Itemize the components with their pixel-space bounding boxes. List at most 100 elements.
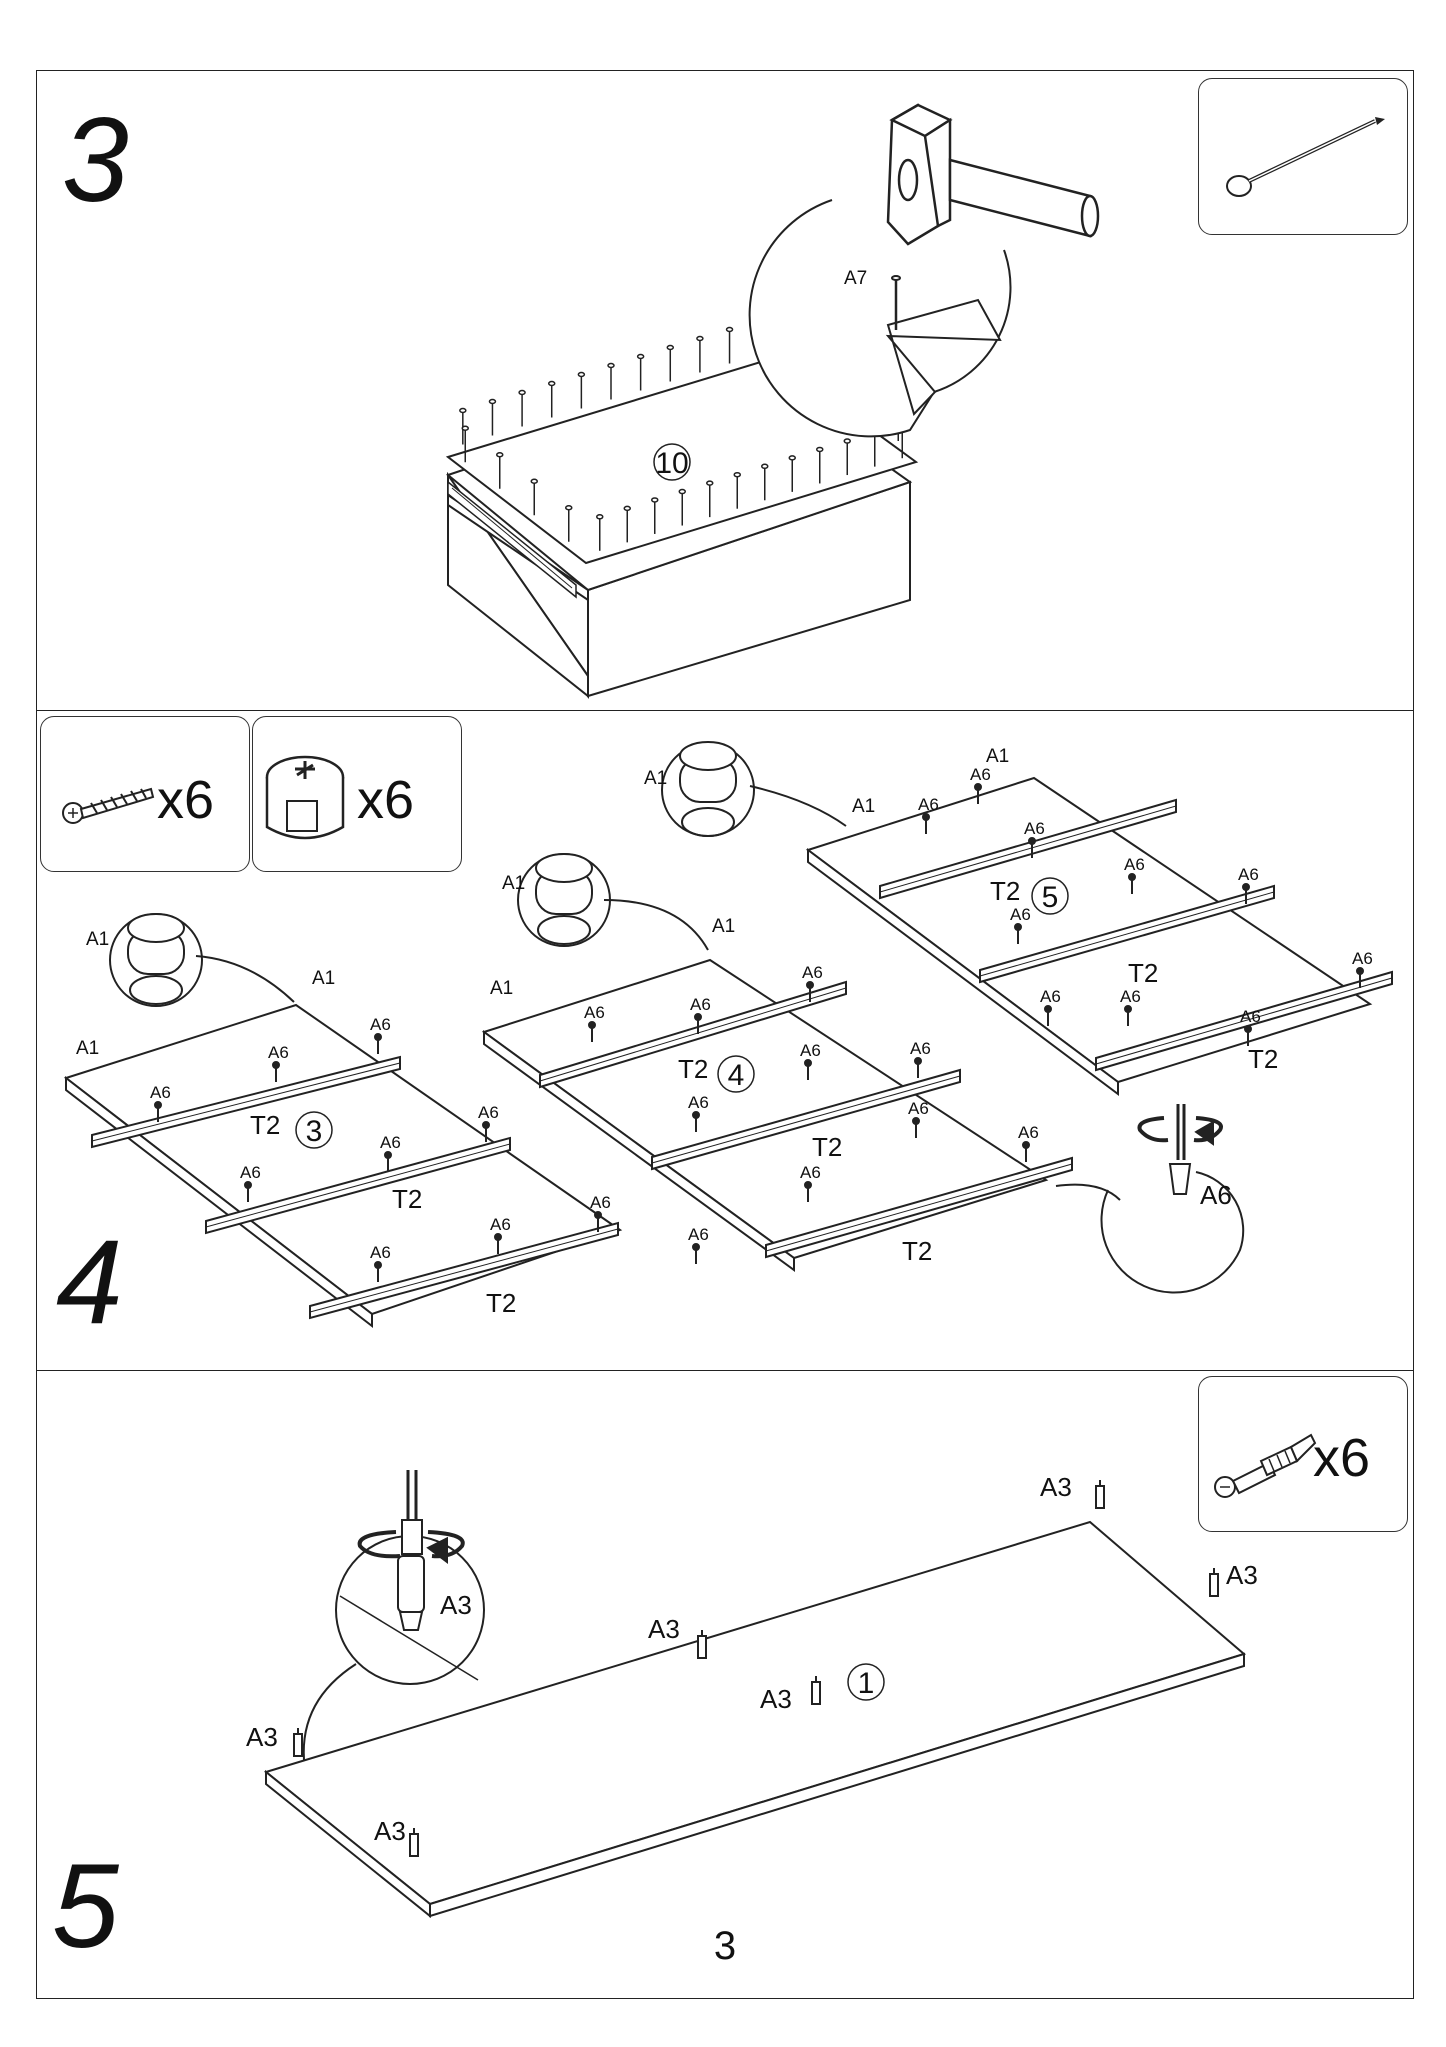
screw-head bbox=[806, 981, 814, 989]
hammer-icon bbox=[886, 103, 1100, 246]
dowel-detail-label: A3 bbox=[440, 1590, 472, 1620]
screw-head bbox=[1028, 837, 1036, 845]
dowel-marker bbox=[697, 1635, 707, 1659]
screw-head bbox=[374, 1261, 382, 1269]
nail-head bbox=[459, 407, 467, 414]
section-divider bbox=[36, 710, 1414, 711]
rail-groove bbox=[205, 1143, 511, 1228]
screw-head bbox=[922, 813, 930, 821]
screw-label: A6 bbox=[910, 1039, 931, 1058]
cam-label: A1 bbox=[986, 746, 1009, 767]
screw-label: A6 bbox=[1240, 1007, 1261, 1026]
nail-head bbox=[461, 425, 469, 431]
cam-quantity: x6 bbox=[357, 770, 415, 830]
screw-label: A6 bbox=[1124, 855, 1145, 874]
screw-head bbox=[1022, 1141, 1030, 1149]
screw-callout: x6 bbox=[40, 716, 250, 872]
screw-label: A6 bbox=[268, 1043, 289, 1062]
nail-label: A7 bbox=[844, 268, 867, 289]
screw-head bbox=[914, 1057, 922, 1065]
rail-groove bbox=[91, 1062, 401, 1142]
screw-label: A6 bbox=[1352, 949, 1373, 968]
drawer-bottom-4 bbox=[481, 958, 1049, 1272]
screw-label: A6 bbox=[918, 795, 939, 814]
drawer-bottom-3 bbox=[63, 1003, 623, 1329]
nail-head bbox=[666, 344, 675, 351]
cam-label: A1 bbox=[312, 968, 335, 989]
screw-label: A6 bbox=[688, 1225, 709, 1244]
dowel-markers bbox=[293, 1480, 1219, 1857]
section-divider bbox=[36, 1370, 1414, 1371]
dowel-marker bbox=[811, 1681, 821, 1705]
dowel-label: A3 bbox=[246, 1722, 278, 1752]
rotate-arrow-icon bbox=[1137, 1116, 1223, 1146]
nail-head bbox=[816, 446, 824, 453]
screw-label: A6 bbox=[802, 963, 823, 982]
screw-head bbox=[912, 1117, 920, 1125]
nail-head bbox=[725, 326, 734, 333]
rail-label: T2 bbox=[902, 1236, 932, 1266]
nail-head bbox=[518, 389, 526, 396]
screw-head bbox=[154, 1101, 162, 1109]
cam-callout: x6 bbox=[252, 716, 462, 872]
rail-groove bbox=[309, 1228, 619, 1313]
dowel-marker bbox=[1209, 1573, 1219, 1597]
page-frame bbox=[36, 70, 1414, 1999]
screw-head bbox=[974, 783, 982, 791]
rail-groove bbox=[539, 987, 847, 1082]
rail-label: T2 bbox=[1248, 1044, 1278, 1074]
screw-label: A6 bbox=[240, 1163, 261, 1182]
dowel-label: A3 bbox=[1040, 1472, 1072, 1502]
nail-callout bbox=[1198, 78, 1408, 235]
screw-head bbox=[1242, 883, 1250, 891]
screw-head bbox=[384, 1151, 392, 1159]
cam-label: A1 bbox=[644, 768, 667, 789]
nail-icon bbox=[1226, 117, 1385, 197]
screw-label: A6 bbox=[1120, 987, 1141, 1006]
dowel-marker bbox=[1095, 1485, 1105, 1509]
cam-lock-icon bbox=[109, 913, 295, 1007]
screw-label: A6 bbox=[590, 1193, 611, 1212]
cam-label: A1 bbox=[712, 916, 735, 937]
nail-head bbox=[733, 471, 741, 478]
nail-head bbox=[788, 455, 796, 461]
cam-bolt-icon bbox=[1214, 1433, 1317, 1498]
cam-label: A1 bbox=[86, 929, 109, 950]
nail-head bbox=[651, 497, 659, 503]
rail-groove bbox=[979, 891, 1275, 977]
rail-groove bbox=[1095, 977, 1393, 1065]
screw-label: A6 bbox=[1024, 819, 1045, 838]
screw-label: A6 bbox=[1010, 905, 1031, 924]
rail-label: T2 bbox=[1128, 958, 1158, 988]
screw-label: A6 bbox=[1238, 865, 1259, 884]
dowel-marker bbox=[293, 1733, 303, 1757]
rail-label: T2 bbox=[486, 1288, 516, 1318]
cam-lock-icon bbox=[661, 741, 847, 837]
page-number: 3 bbox=[713, 1924, 737, 1968]
screw-head bbox=[692, 1243, 700, 1251]
nail-head bbox=[636, 353, 645, 360]
nail-head bbox=[577, 371, 586, 378]
nail-head bbox=[706, 480, 714, 486]
nail-head bbox=[530, 478, 538, 484]
nail-head bbox=[623, 505, 631, 512]
dowel-detail bbox=[302, 1470, 485, 1761]
dowel-marker bbox=[409, 1833, 419, 1857]
screw-icon bbox=[62, 787, 155, 824]
screw-markers bbox=[154, 783, 1364, 1282]
rail-groove bbox=[879, 805, 1177, 893]
panel-5-label: 5 bbox=[1042, 881, 1059, 914]
rail-label: T2 bbox=[392, 1184, 422, 1214]
screw-head bbox=[804, 1059, 812, 1067]
nail-head bbox=[843, 438, 851, 444]
dowel-label: A3 bbox=[374, 1816, 406, 1846]
nail-head bbox=[696, 335, 704, 342]
screw-detail-label: A6 bbox=[1200, 1180, 1232, 1210]
rail-label: T2 bbox=[812, 1132, 842, 1162]
screw-head bbox=[692, 1111, 700, 1119]
screw-label: A6 bbox=[478, 1103, 499, 1122]
cam-label: A1 bbox=[490, 978, 513, 999]
screw-label: A6 bbox=[380, 1133, 401, 1152]
dowel-label: A3 bbox=[760, 1684, 792, 1714]
bolt-callout: x6 bbox=[1198, 1376, 1408, 1532]
